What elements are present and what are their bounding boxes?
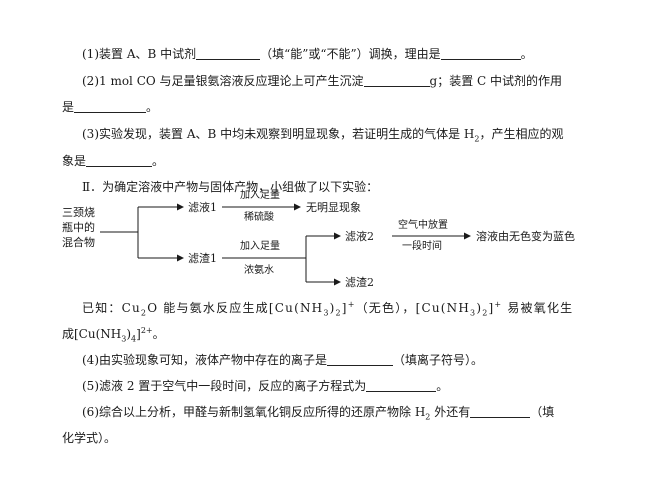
known-p1: + (347, 300, 356, 309)
flow-air-line1: 空气中放置 (398, 218, 448, 231)
q6-text-a: (6)综合以上分析，甲醛与新制氢氧化铜反应所得的还原产物除 H (82, 405, 426, 419)
question-6: (6)综合以上分析，甲醛与新制氢氧化铜反应所得的还原产物除 H2 外还有 （填 (82, 404, 555, 422)
known-s4: 3 (470, 308, 477, 318)
q5-text-a: (5)滤液 2 置于空气中一段时间，反应的离子方程式为 (82, 379, 367, 393)
q3-sub: 2 (474, 134, 480, 144)
known-s2: 3 (323, 308, 330, 318)
flow-reagent-top1: 加入足量 (240, 189, 280, 201)
q3-line2-suffix: 。 (152, 154, 165, 168)
q1-blank-1[interactable] (196, 47, 261, 60)
flow-air-line2: 一段时间 (402, 239, 442, 252)
flow-filtrate2: 滤液2 (345, 229, 374, 243)
q2-line2-suffix: 。 (146, 100, 159, 114)
q5-text-b: 。 (436, 379, 449, 393)
q4-text-a: (4)由实验现象可知，液体产物中存在的离子是 (82, 353, 327, 367)
section-2-heading: Ⅱ．为确定溶液中产物与固体产物，小组做了以下实验： (82, 180, 379, 194)
q4-text-b: （填离子符号）。 (393, 353, 484, 367)
question-5: (5)滤液 2 置于空气中一段时间，反应的离子方程式为 。 (82, 378, 448, 394)
q5-blank[interactable] (366, 379, 437, 392)
q1-blank-2[interactable] (440, 47, 521, 60)
q2-text-b: g；装置 C 中试剂的作用 (429, 74, 563, 88)
known-t8: 易被氧化生 (502, 301, 574, 315)
q1-text-b: （填“能”或“不能”）调换，理由是 (260, 47, 441, 61)
known-p2: + (494, 300, 503, 309)
q1-text-a: (1)装置 A、B 中试剂 (82, 47, 197, 61)
known-t4: ] (341, 301, 348, 315)
q6-text-c: （填 (530, 405, 555, 419)
question-2-cont: 是。 (62, 99, 158, 115)
q6-sub: 2 (425, 412, 431, 422)
question-1: (1)装置 A、B 中试剂 （填“能”或“不能”）调换，理由是 。 (82, 46, 533, 62)
known-l2-t1: 成[Cu(NH (62, 327, 122, 341)
known-l2-t3: ] (136, 327, 141, 341)
question-3-cont: 象是 。 (62, 153, 164, 169)
q6-blank[interactable] (470, 405, 531, 418)
q3-text-b: ，产生相应的观 (479, 127, 564, 141)
q2-text-a: (2)1 mol CO 与足量银氨溶液反应理论上可产生沉淀 (82, 74, 364, 88)
flow-reagent-top2: 稀硫酸 (244, 210, 274, 223)
q3-blank[interactable] (86, 154, 153, 167)
q3-line2-prefix: 象是 (62, 154, 87, 168)
flow-filtrate1: 滤液1 (188, 200, 217, 214)
known-info-cont: 成[Cu(NH3)4]2+。 (62, 326, 165, 344)
q6-text-b: 外还有 (430, 405, 471, 419)
known-t1: 已知：Cu (82, 301, 141, 315)
question-3: (3)实验发现，装置 A、B 中均未观察到明显现象，若证明生成的气体是 H2，产… (82, 126, 564, 144)
q3-text-a: (3)实验发现，装置 A、B 中均未观察到明显现象，若证明生成的气体是 H (82, 127, 475, 141)
flow-reagent-bottom1: 加入足量 (240, 240, 280, 252)
q1-text-c: 。 (520, 47, 533, 61)
known-l2-s1: 3 (121, 334, 127, 344)
flow-result-color: 溶液由无色变为蓝色 (476, 229, 575, 243)
known-t3: ) (329, 301, 336, 315)
known-t6: ) (476, 301, 483, 315)
question-6-cont: 化学式）。 (62, 431, 117, 445)
flow-source-line2: 瓶中的 (62, 220, 95, 234)
question-2: (2)1 mol CO 与足量银氨溶液反应理论上可产生沉淀 g；装置 C 中试剂的… (82, 73, 562, 89)
known-info: 已知：Cu2O 能与氨水反应生成[Cu(NH3)2]+（无色），[Cu(NH3)… (82, 300, 574, 318)
known-s3: 2 (335, 308, 342, 318)
q4-blank[interactable] (327, 353, 393, 366)
flow-source-line3: 混合物 (62, 235, 95, 249)
known-l2-p1: 2+ (140, 326, 153, 335)
q2-line2-prefix: 是 (62, 100, 75, 114)
flow-residue1: 滤渣1 (188, 251, 217, 265)
q2-blank-2[interactable] (74, 100, 147, 113)
flow-residue2: 滤渣2 (345, 275, 374, 289)
known-t2: O 能与氨水反应生成[Cu(NH (147, 301, 324, 315)
flow-source-line1: 三颈烧 (62, 206, 95, 219)
known-s5: 2 (482, 308, 489, 318)
known-t5: （无色），[Cu(NH (355, 301, 471, 315)
known-l2-t2: ) (126, 327, 132, 341)
flow-result-top: 无明显现象 (306, 201, 361, 214)
known-l2-s2: 4 (131, 334, 137, 344)
known-l2-t4: 。 (152, 327, 165, 341)
known-t7: ] (488, 301, 495, 315)
flow-reagent-bottom2: 浓氨水 (244, 263, 274, 276)
q2-blank-1[interactable] (363, 74, 430, 87)
question-4: (4)由实验现象可知，液体产物中存在的离子是 （填离子符号）。 (82, 352, 483, 368)
known-s1: 2 (140, 308, 148, 318)
